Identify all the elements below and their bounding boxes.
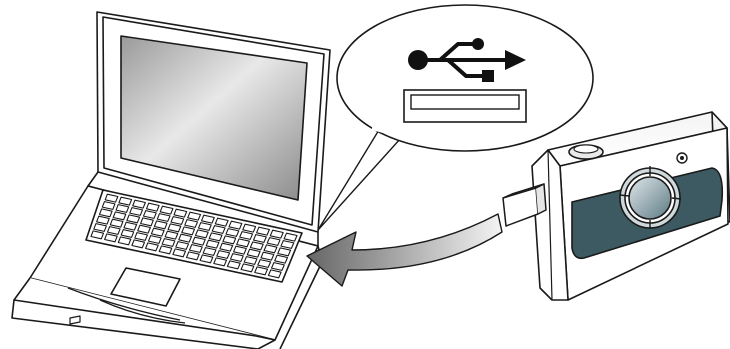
connection-arrow-icon (306, 213, 503, 287)
keyboard-key (167, 223, 182, 233)
keyboard-key (199, 254, 214, 264)
keyboard-key (93, 223, 107, 232)
keyboard-key (254, 266, 269, 276)
keyboard-key (274, 254, 289, 264)
camera-lens (619, 166, 682, 229)
keyboard-key (197, 222, 212, 231)
keyboard-key (118, 196, 133, 206)
keyboard-key (267, 269, 282, 279)
keyboard-key (263, 244, 278, 254)
usb-symbol-icon (408, 38, 526, 82)
keyboard-key (194, 229, 209, 239)
keyboard-key (185, 251, 200, 261)
keyboard-key (106, 226, 121, 235)
keyboard-key (132, 199, 146, 209)
keyboard-key (226, 260, 241, 270)
usb-plug-icon (502, 183, 547, 227)
keyboard-key (191, 236, 206, 246)
keyboard-key (266, 237, 281, 246)
keyboard-key (104, 193, 119, 203)
keyboard-key (137, 224, 151, 234)
laptop-touchpad (110, 267, 181, 307)
keyboard-key (243, 256, 258, 265)
keyboard-key (211, 225, 226, 234)
keyboard-key (188, 244, 203, 253)
keyboard-key (228, 220, 243, 230)
keyboard-key (112, 211, 127, 221)
keyboard-key (145, 202, 160, 212)
keyboard-key (216, 250, 231, 259)
keyboard-key (96, 215, 110, 225)
keyboard-key (222, 235, 237, 245)
keyboard-key (98, 208, 113, 218)
keyboard-key (280, 240, 295, 249)
keyboard-key (246, 248, 261, 258)
keyboard-key (283, 232, 298, 242)
keyboard-key (142, 210, 157, 219)
keyboard-key (242, 223, 257, 233)
keyboard-key (126, 214, 141, 224)
keyboard-key (117, 236, 132, 246)
keyboard-key (214, 217, 229, 227)
keyboard-key (184, 219, 199, 228)
keyboard-key (145, 242, 159, 252)
keyboard-key (178, 233, 193, 243)
keyboard-key (158, 245, 173, 255)
keyboard-key (153, 220, 168, 230)
keyboard-key (208, 232, 223, 242)
laptop-icon (11, 11, 331, 349)
keyboard-key (115, 204, 130, 213)
keyboard-key (202, 247, 217, 256)
keyboard-key (270, 262, 285, 271)
keyboard-key (109, 218, 124, 228)
keyboard-key (150, 227, 165, 237)
keyboard-key (233, 245, 247, 255)
keyboard-key (147, 235, 162, 244)
keyboard-key (256, 226, 270, 236)
keyboard-key (161, 238, 176, 247)
keyboard-key (173, 208, 188, 218)
keyboard-key (187, 211, 202, 221)
keyboard-key (159, 205, 174, 215)
keyboard-key (229, 253, 244, 262)
keyboard-key (170, 216, 185, 225)
keyboard-key (164, 230, 179, 240)
keyboard-key (140, 217, 154, 227)
keyboard-key (260, 251, 275, 261)
laptop-screen (120, 35, 308, 201)
keyboard-key (240, 263, 255, 273)
keyboard-key (205, 239, 220, 249)
digital-camera-icon (531, 111, 730, 301)
keyboard-key (181, 226, 196, 236)
keyboard-key (200, 214, 215, 224)
keyboard-key (101, 201, 116, 210)
keyboard-key (257, 259, 272, 268)
keyboard-key (213, 257, 228, 267)
keyboard-key (269, 229, 284, 239)
keyboard-key (277, 247, 292, 257)
keyboard-key (120, 229, 135, 238)
keyboard-key (156, 213, 171, 222)
keyboard-key (236, 238, 250, 248)
keyboard-key (90, 230, 105, 240)
keyboard-key (252, 234, 267, 243)
keyboard-key (175, 241, 190, 250)
usb-port-icon (403, 89, 527, 123)
keyboard-key (134, 232, 148, 241)
keyboard-key (129, 207, 144, 216)
usb-callout-bubble (317, 4, 594, 231)
keyboard-key (239, 231, 254, 240)
keyboard-key (249, 241, 264, 251)
keyboard-key (225, 228, 240, 237)
keyboard-key (131, 239, 146, 249)
keyboard-key (123, 221, 138, 231)
keyboard-key (219, 242, 234, 252)
keyboard-key (172, 248, 187, 258)
keyboard-key (104, 233, 118, 243)
